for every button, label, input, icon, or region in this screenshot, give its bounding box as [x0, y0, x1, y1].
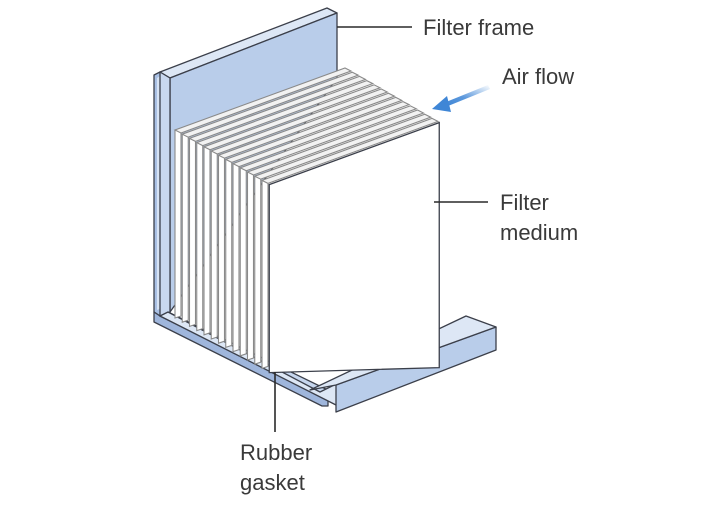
pleat-top-edge — [246, 109, 425, 176]
pleat-top-edge — [260, 117, 440, 184]
air-flow-arrow — [432, 85, 490, 112]
pleat-top-edge — [195, 80, 375, 147]
label-filter-medium-line1: Filter — [500, 190, 549, 215]
arrow-head-icon — [432, 96, 451, 112]
pleat-top-edge — [173, 67, 353, 134]
pleat-face — [232, 160, 240, 353]
pleat-face — [246, 169, 255, 361]
label-filter-frame: Filter frame — [423, 15, 534, 40]
filter-medium-front-face — [268, 121, 440, 374]
pleat-face — [174, 127, 182, 319]
label-rubber-gasket-line1: Rubber — [240, 440, 312, 465]
pleat-face — [181, 131, 189, 323]
pleat-top-edge — [202, 84, 382, 151]
pleat-top-edge — [180, 71, 360, 138]
pleat-face — [217, 152, 226, 344]
arrow-shaft — [446, 85, 490, 106]
pleat-top-edge — [209, 88, 389, 155]
pleat-face — [261, 177, 269, 370]
label-air-flow: Air flow — [502, 64, 574, 89]
pleat-face — [203, 144, 211, 336]
pleat-top-edge — [231, 101, 411, 168]
filter-medium — [173, 67, 440, 374]
pleat-face — [254, 173, 262, 365]
pleat-top-edge — [238, 105, 418, 172]
pleat-top-edge — [188, 75, 367, 142]
pleat-top-edge — [253, 113, 433, 180]
pleat-face — [239, 165, 247, 357]
pleat-face — [188, 135, 197, 328]
label-rubber-gasket-line2: gasket — [240, 470, 305, 495]
pleat-face — [225, 156, 233, 349]
pleat-top-edge — [224, 96, 404, 163]
pleat-face — [210, 148, 218, 340]
pleat-top-edge — [217, 92, 396, 159]
label-filter-medium-line2: medium — [500, 220, 578, 245]
frame-back-side — [159, 71, 171, 317]
pleat-face — [196, 139, 204, 332]
